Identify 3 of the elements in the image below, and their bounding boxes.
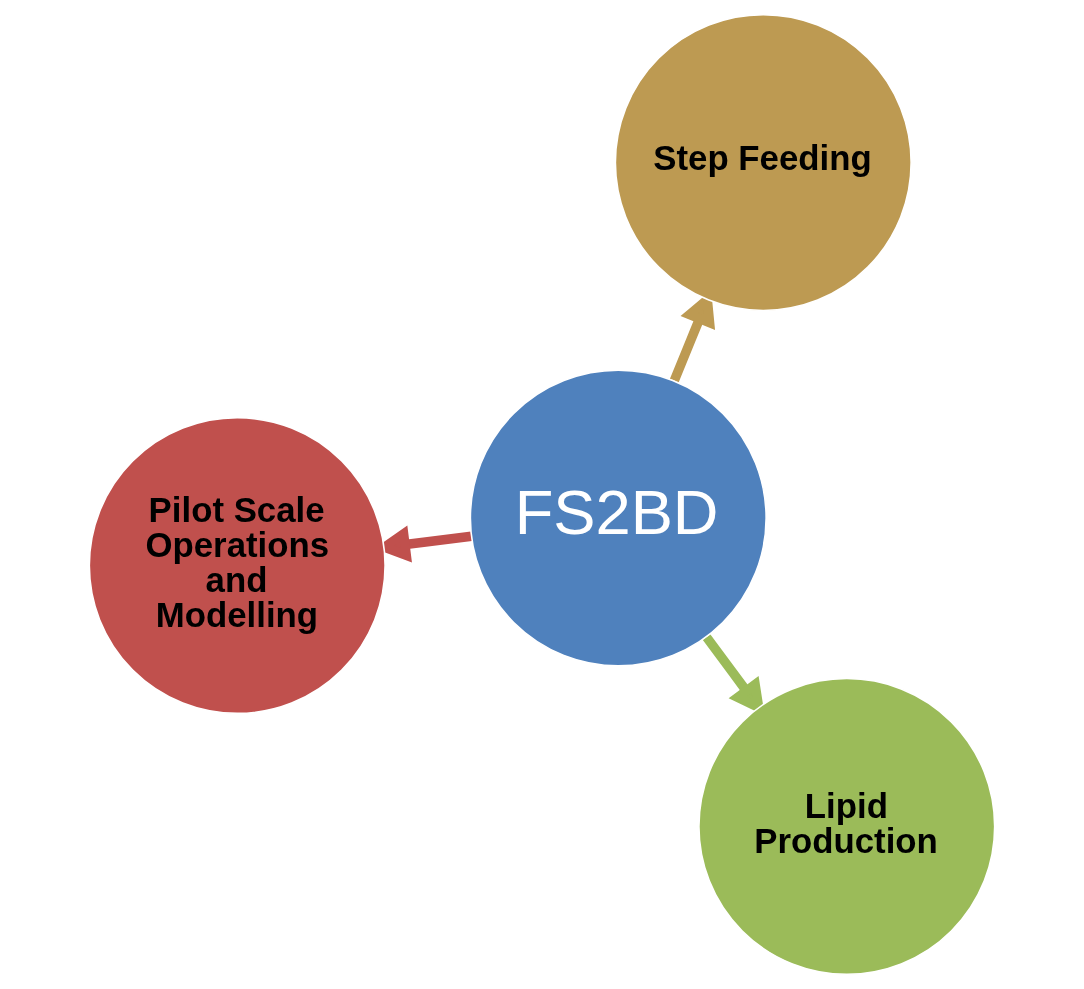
node-circle: Step Feeding bbox=[614, 13, 912, 312]
node-circle: FS2BD bbox=[469, 369, 767, 667]
node-circle: Pilot Scale Operations and Modelling bbox=[88, 416, 386, 715]
